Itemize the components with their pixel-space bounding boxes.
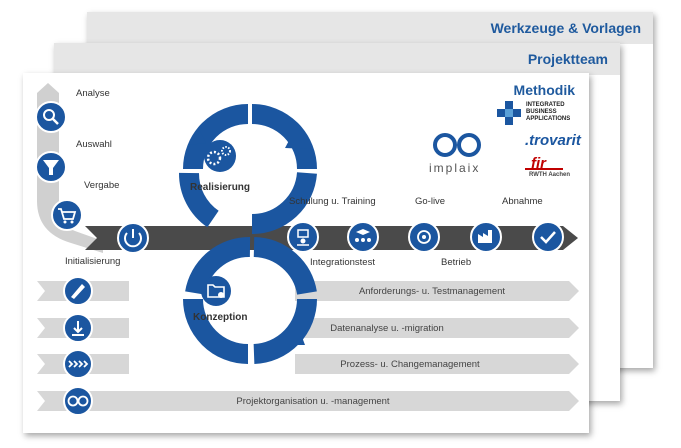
training-icon	[347, 221, 379, 253]
chevrons-icon	[63, 349, 93, 379]
label-betrieb: Betrieb	[441, 257, 472, 268]
card-methodik: Methodik	[23, 73, 589, 433]
ring-arrow-head	[285, 133, 307, 149]
methodik-diagram	[35, 83, 579, 416]
check-icon	[532, 221, 564, 253]
konzeption-ring	[183, 236, 317, 364]
label-auswahl: Auswahl	[76, 139, 112, 150]
iba-logo-icon	[497, 101, 521, 125]
ring-arrow-head	[188, 129, 206, 145]
card-title-projektteam: Projektteam	[527, 51, 608, 67]
label-prozess: Prozess- u. Changemanagement	[340, 359, 480, 370]
label-schulung: Schulung u. Training	[289, 196, 376, 207]
bar-daten-right	[295, 318, 579, 338]
cart-icon	[51, 199, 83, 231]
integrationstest-icon	[287, 221, 319, 253]
infinity-icon	[63, 386, 93, 416]
download-icon	[63, 313, 93, 343]
folder-icon	[201, 276, 231, 306]
label-realisierung: Realisierung	[190, 182, 251, 193]
label-golive: Go-live	[415, 196, 446, 207]
funnel-icon	[35, 151, 67, 183]
label-initialisierung: Initialisierung	[65, 256, 121, 267]
fir-logo-icon	[525, 168, 563, 170]
fir-logo: fir	[531, 155, 546, 172]
bar-projekt	[37, 391, 579, 411]
label-vergabe: Vergabe	[84, 180, 120, 191]
label-konzeption: Konzeption	[193, 312, 248, 323]
card-band	[54, 43, 620, 75]
card-band	[87, 12, 653, 44]
card-title-methodik: Methodik	[513, 82, 575, 98]
label-anforderung: Anforderungs- u. Testmanagement	[358, 286, 506, 297]
power-icon	[117, 222, 149, 254]
bar-anforderung-right	[295, 281, 579, 301]
magnifier-icon	[35, 101, 67, 133]
left-curve-arrow-head	[37, 83, 59, 93]
fir-subtitle: RWTH Aachen	[529, 172, 571, 178]
bar-prozess-right	[295, 354, 579, 374]
card-title-werkzeuge: Werkzeuge & Vorlagen	[490, 20, 641, 36]
trovarit-logo: .trovarit	[525, 132, 581, 149]
golive-icon	[408, 221, 440, 253]
factory-icon	[470, 221, 502, 253]
label-daten: Datenanalyse u. -migration	[330, 323, 444, 334]
implaix-logo: implaix	[429, 161, 481, 175]
label-projekt: Projektorganisation u. -management	[236, 396, 390, 407]
gear-icon	[204, 140, 236, 172]
pen-icon	[63, 276, 93, 306]
implaix-logo-icon	[433, 133, 481, 157]
label-integrationstest: Integrationstest	[310, 257, 375, 268]
label-abnahme: Abnahme	[502, 196, 543, 207]
main-arrow	[85, 226, 578, 250]
label-analyse: Analyse	[76, 88, 110, 99]
realisierung-ring	[178, 104, 317, 235]
iba-logo-text: INTEGRATED BUSINESS APPLICATIONS	[526, 102, 571, 122]
ring-arrow-head	[285, 329, 305, 345]
